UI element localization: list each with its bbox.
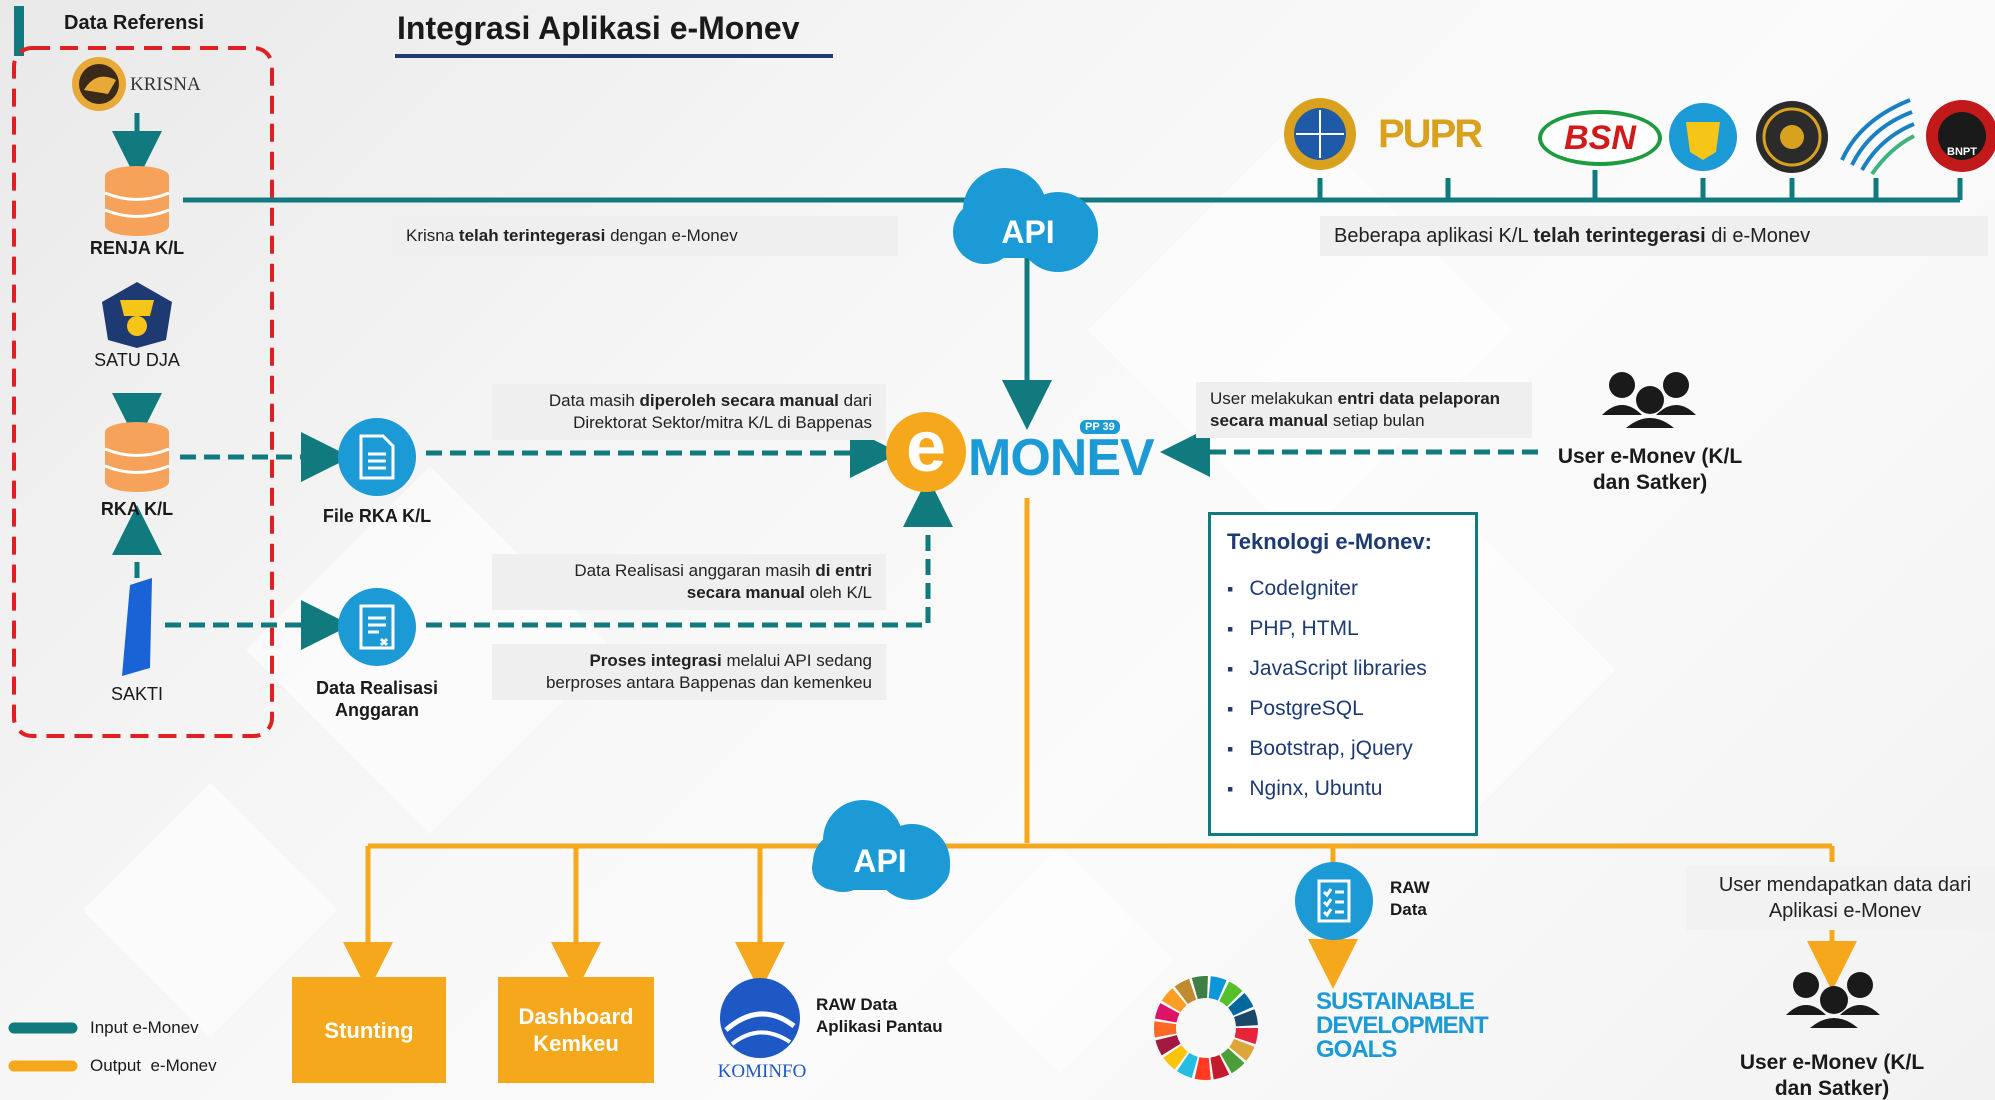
checklist-icon [1317,879,1351,923]
krisna-label: KRISNA [130,74,201,95]
sdg-wheel-segment [1233,1009,1258,1027]
pupr-logo: PUPR [1378,112,1483,156]
sdg-wheel-segment [1228,992,1254,1016]
tech-item: PostgreSQL [1227,689,1459,729]
user-top-label: User e-Monev (K/L dan Satker) [1557,445,1743,494]
legend-input-label: Input e-Monev [90,1018,199,1037]
renja-database-icon [104,166,170,236]
sdg-wheel-segment [1219,981,1243,1007]
title-underline [395,54,833,58]
data-realisasi-node[interactable] [338,588,416,666]
sdg-wheel-segment [1154,1003,1180,1023]
user-bottom-label: User e-Monev (K/L dan Satker) [1739,1051,1925,1100]
sdg-wheel-segment [1194,1057,1211,1080]
heading-accent-bar [14,6,24,56]
sdg-wheel-segment [1191,976,1208,1000]
sdg-wheel-segment [1210,1054,1230,1080]
sdg-wheel-segment [1153,1021,1177,1038]
raw-data-label: RAW Data [1390,878,1430,919]
sdg-wheel-segment [1234,1028,1258,1045]
file-rka-node[interactable] [338,418,416,496]
kementerian-atr-logo-icon [1284,98,1356,170]
data-realisasi-label: Data Realisasi Anggaran [315,678,439,720]
user-group-bottom-icon [1786,972,1880,1028]
sdg-wheel-icon [1153,976,1258,1080]
note-kl-integrated: Beberapa aplikasi K/L telah terintegeras… [1320,216,1988,256]
user-group-top-icon [1602,372,1696,428]
rka-database-icon [104,422,170,492]
raw-data-node[interactable] [1295,862,1373,940]
kominfo-logo-text: KOMINFO [717,1061,807,1082]
tech-heading: Teknologi e-Monev: [1227,529,1432,554]
tech-item: Bootstrap, jQuery [1227,729,1459,769]
bnn-emblem-logo-icon [1756,101,1828,173]
sdg-wheel-segment [1208,976,1227,1001]
tech-list: CodeIgniter PHP, HTML JavaScript librari… [1227,569,1459,809]
note-krisna: Krisna telah terintegerasi dengan e-Mone… [392,216,898,256]
page-title: Integrasi Aplikasi e-Monev [397,10,800,46]
arrow-realisasi-emonev [426,477,953,628]
sdg-wheel-segment [1177,1052,1198,1079]
legend-output-label: Output e-Monev [90,1056,217,1075]
krisna-logo-icon [72,57,126,111]
sdg-wheel-segment [1155,1035,1181,1056]
tech-item: CodeIgniter [1227,569,1459,609]
file-rka-label: File RKA K/L [322,506,432,526]
tech-item: Nginx, Ubuntu [1227,769,1459,809]
sdg-wheel-segment [1220,1048,1245,1074]
document-icon [359,434,395,480]
sdg-wheel-segment [1161,988,1187,1013]
data-referensi-box [12,46,274,738]
renja-label: RENJA K/L [89,238,185,258]
api-label-bottom: API [853,843,907,879]
tech-item: JavaScript libraries [1227,649,1459,689]
wing-logo-icon [1840,98,1915,176]
bnpt-logo-icon [1926,100,1995,172]
api-label-top: API [1001,214,1055,250]
tech-item: PHP, HTML [1227,609,1459,649]
sakti-label: SAKTI [110,684,163,704]
kominfo-raw-label: RAW Data Aplikasi Pantau [816,995,943,1036]
tech-stack-box: Teknologi e-Monev: CodeIgniter PHP, HTML… [1208,512,1478,836]
bnpt-logo-text: BNPT [1947,146,1977,158]
sdg-wheel-segment [1174,978,1197,1005]
sakti-logo-icon [122,578,152,676]
sdg-wheel-segment [1163,1045,1188,1070]
stunting-output[interactable]: Stunting [292,977,446,1083]
api-cloud-top [953,168,1098,272]
dashboard-kemkeu-output[interactable]: Dashboard Kemkeu [498,977,654,1083]
sdg-logo-text: SUSTAINABLE DEVELOPMENT GOALS [1316,988,1489,1063]
kominfo-logo-icon [720,978,800,1058]
sdg-wheel-segment [1229,1038,1255,1061]
satu-dja-emblem-icon [102,282,172,348]
data-referensi-heading: Data Referensi [64,12,205,34]
emonev-logo-text[interactable]: MONEV [968,429,1155,487]
kemendikbud-logo-icon [1669,103,1737,171]
note-output-user: User mendapatkan data dari Aplikasi e-Mo… [1686,866,1995,930]
bsn-logo: BSN [1538,110,1662,166]
invoice-icon [359,604,395,650]
emonev-logo-e[interactable]: e [886,411,966,492]
emonev-pp-badge: PP 39 [1080,420,1120,434]
rka-label: RKA K/L [100,499,174,519]
satu-dja-label: SATU DJA [94,350,180,370]
api-cloud-bottom [812,800,950,900]
